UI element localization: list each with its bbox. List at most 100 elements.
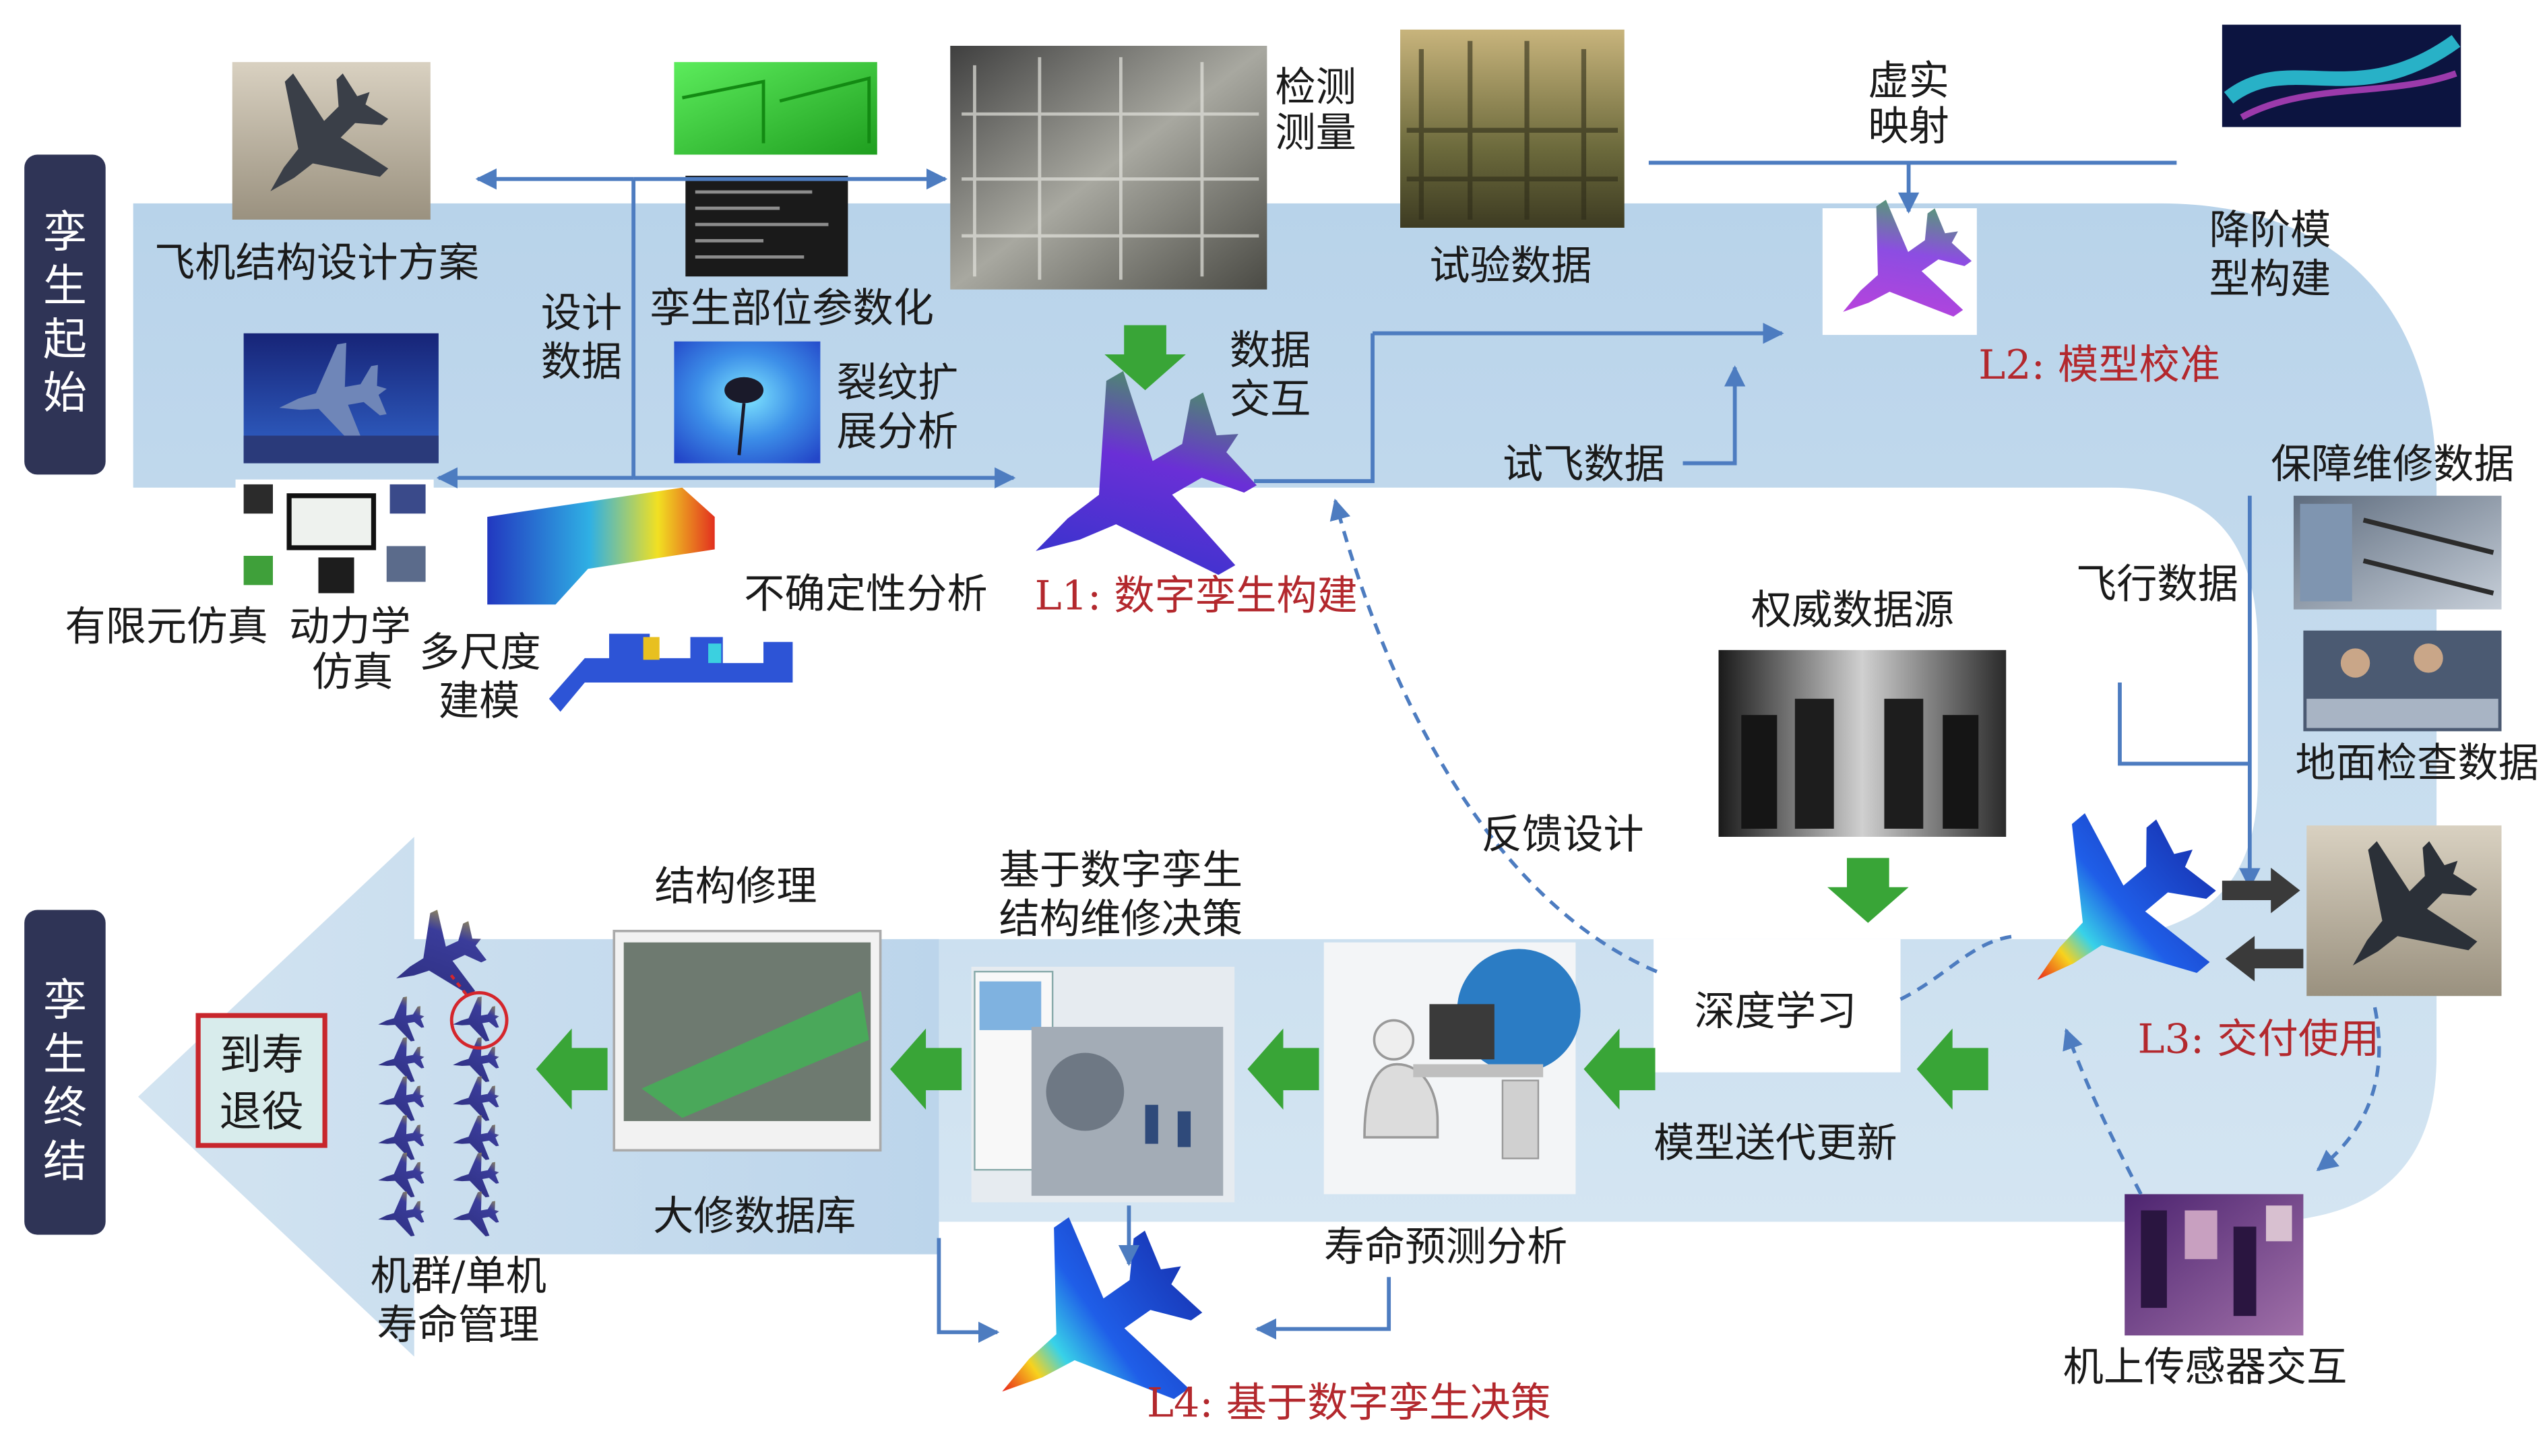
vertical-char: 生 [43, 261, 87, 311]
overhaul-db-label: 大修数据库 [653, 1193, 856, 1240]
support-maintenance-data-label: 保障维修数据 [2271, 441, 2515, 488]
fleet-life-label-line2: 寿命管理 [377, 1302, 539, 1349]
dynamics-sim-panel [235, 479, 434, 605]
uncertainty-label: 不确定性分析 [744, 571, 988, 618]
onboard-sensor-board [2125, 1194, 2304, 1336]
cad-backdrop [674, 62, 877, 155]
fem-sim-label: 有限元仿真 [65, 603, 268, 650]
twin-parametrization-label: 孪生部位参数化 [650, 285, 934, 332]
thumbnail [318, 557, 354, 594]
data-center-photo [1718, 650, 2007, 837]
cad-part-edges [682, 76, 871, 144]
dynamics-sim-label-line2: 仿真 [312, 649, 394, 696]
exchange-arrow-right [2222, 867, 2300, 914]
twin-start-label: 孪生起始 [43, 208, 87, 419]
structural-repair-photo [612, 930, 882, 1152]
twin-cad-green-model [674, 62, 877, 155]
authoritative-source-label: 权威数据源 [1751, 587, 1954, 634]
selected-aircraft-highlight [449, 991, 509, 1050]
flight-test-data-label: 试飞数据 [1503, 441, 1665, 488]
technician-figure [2414, 643, 2443, 673]
flow-arrow-left [1247, 1028, 1319, 1110]
worker-figure [1177, 1111, 1191, 1147]
inspection-surface [2306, 699, 2498, 728]
flight-data-branch [2118, 683, 2250, 766]
flow-arrow-left [1916, 1028, 1988, 1110]
maintenance-decision-screens [971, 966, 1235, 1203]
data-exchange-label-line1: 数据 [1230, 327, 1311, 375]
aircraft-design-photo [222, 44, 431, 239]
deep-learning-box [1654, 939, 1901, 1073]
ground-inspection-photo [2303, 630, 2502, 732]
aircraft-design-label: 飞机结构设计方案 [154, 239, 479, 286]
retirement-label-line2: 退役 [219, 1087, 303, 1136]
desk [1413, 1064, 1544, 1077]
thumbnail [386, 546, 426, 582]
vertical-char: 始 [43, 369, 87, 419]
arrow-flight-test-to-l2 [1683, 365, 1746, 466]
fem-sim-image [243, 333, 439, 464]
life-prediction-illustration [1323, 942, 1581, 1195]
parametric-code-screen [685, 175, 848, 277]
fleet-life-label-line1: 机群/单机 [371, 1253, 546, 1300]
sensor-chip [2265, 1205, 2292, 1242]
deep-learning-label: 深度学习 [1694, 988, 1856, 1036]
virtual-real-mapping-line1: 虚实 [1868, 57, 1949, 104]
twin-end-box [24, 910, 106, 1235]
code-lines [695, 190, 829, 259]
person-head [1373, 1019, 1415, 1061]
structural-repair-label: 结构修理 [655, 863, 817, 910]
fuselage-detail [2362, 517, 2494, 596]
vertical-char: 结 [43, 1137, 87, 1187]
rig-structure [1406, 40, 1618, 220]
crack-analysis-label-line1: 裂纹扩 [837, 360, 959, 407]
flow-arrow-down [1104, 325, 1186, 391]
test-rig-photo [1400, 29, 1625, 228]
panel-inset [2300, 503, 2352, 602]
dynamics-sim-label-line1: 动力学 [289, 603, 411, 650]
flow-arrows [536, 325, 2304, 1110]
ground-inspection-data-label: 地面检查数据 [2295, 740, 2539, 787]
crack-growth-image [674, 341, 821, 464]
flight-data-label: 飞行数据 [2076, 561, 2238, 608]
flow-arrow-down [1827, 858, 1909, 923]
crack-line [737, 403, 746, 455]
computer-tower [1501, 1079, 1540, 1160]
joint-chain [548, 633, 793, 712]
arrow-life-to-l4 [1255, 1277, 1391, 1340]
server-rack [1794, 699, 1834, 829]
thumbnail [243, 484, 273, 514]
sensor-chip [2141, 1210, 2167, 1308]
arrow-overhaul-to-l4 [937, 1238, 1000, 1343]
runway-strip [243, 435, 439, 464]
stage-l1-label: L1: 数字孪生构建 [1035, 573, 1358, 620]
heatmap-streak-secondary [2240, 70, 2457, 121]
multiscale-label-line2: 建模 [439, 678, 520, 725]
l2-model-render [1804, 176, 1997, 367]
thumbnail-main [286, 493, 377, 550]
vertical-char: 终 [43, 1083, 87, 1133]
inspection-label-line1: 检测 [1275, 64, 1356, 111]
sensor-chip [2233, 1226, 2257, 1317]
reduced-order-label-line2: 型构建 [2209, 255, 2331, 303]
monitor-icon [1429, 1004, 1495, 1060]
twin-start-box [24, 154, 106, 475]
reduced-order-heatmap [2222, 24, 2461, 127]
technician-figure [2340, 648, 2370, 678]
data-exchange-label-line2: 交互 [1230, 376, 1311, 423]
life-prediction-label: 寿命预测分析 [1324, 1224, 1568, 1271]
worker-figure [1145, 1104, 1158, 1144]
multiscale-wing-model [487, 487, 715, 605]
twin-end-label: 孪生终结 [43, 976, 87, 1187]
sensor-to-l3-curve [2063, 1027, 2143, 1195]
maintenance-records-photo [2293, 495, 2502, 610]
crack-analysis-label-line2: 展分析 [837, 408, 959, 455]
design-data-label-line2: 数据 [541, 338, 623, 385]
stage-l2-label: L2: 模型校准 [1978, 342, 2220, 389]
flow-arrow-left [890, 1028, 962, 1110]
engine-nacelle [1046, 1052, 1125, 1131]
deep-learning-to-l3-curve [1899, 934, 2018, 1001]
flow-arrow-left [536, 1028, 608, 1110]
labels: 飞机结构设计方案 设计 数据 孪生部位参数化 检测 测量 试验数据 虚实 映射 … [65, 57, 2538, 1426]
